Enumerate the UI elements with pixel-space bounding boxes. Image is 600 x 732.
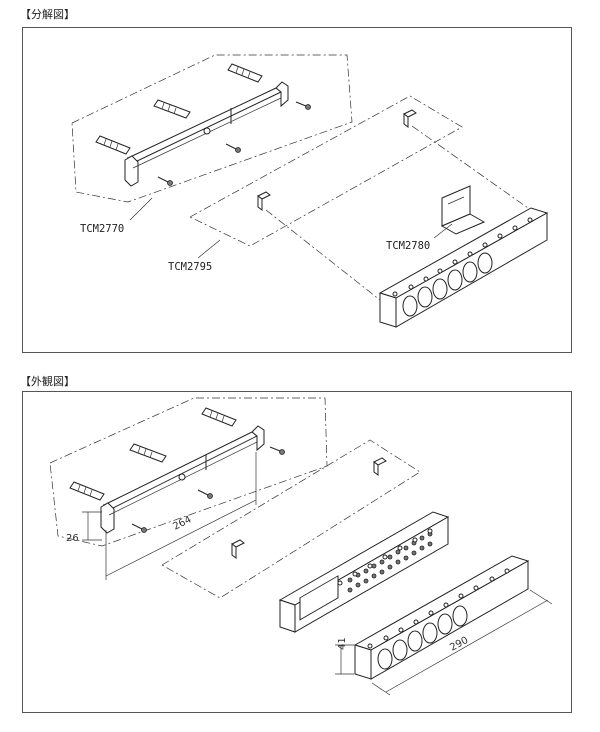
bracket-left [257,191,271,211]
leader-line-b [197,239,221,259]
dim-bar-height: 41 [335,637,354,675]
dim-label-41: 41 [337,637,348,650]
assembly-line-left [265,209,381,301]
screws [157,101,311,186]
cover-bar [378,207,549,328]
ext-bracket-right [373,457,387,476]
exterior-view-frame [22,391,572,713]
mounting-rail [124,81,289,187]
dim-label-26: 26 [66,533,79,544]
dim-height: 26 [66,511,102,544]
part-label-tcm2770: TCM2770 [80,223,124,235]
terminal-strip [337,528,433,593]
ext-shelf-plate-outline [161,439,421,599]
anchor-middle [153,99,191,119]
anchor-upper [227,63,263,83]
assembled-unit [278,511,450,633]
leader-line-a [129,197,153,221]
part-label-tcm2795: TCM2795 [168,261,212,273]
ext-anchor-middle [129,443,167,463]
dim-label-290: 290 [448,635,470,654]
cable-bracket [440,185,486,235]
exploded-drawing: TCM2770 TCM2795 TCM2780 [71,54,549,328]
ext-bracket-left [231,539,245,559]
part-label-tcm2780: TCM2780 [386,240,430,252]
leader-line-c [433,223,453,239]
dim-label-264: 264 [171,514,193,532]
ext-screws [131,446,285,533]
ext-cover-bar [353,555,530,680]
exploded-view-frame [22,27,572,353]
bracket-right [403,109,417,128]
exterior-drawing: 26 264 [49,397,553,696]
shelf-plate-outline [189,95,463,247]
ext-anchor-upper [201,407,237,427]
mounting-plate-outline [71,54,353,203]
anchor-lower [95,135,131,155]
exploded-view-title: 【分解図】 [20,8,75,21]
assembly-line-right [411,125,529,209]
ext-anchor-lower [69,481,105,501]
ext-mounting-rail [100,425,265,534]
exterior-view-title: 【外観図】 [20,375,75,388]
